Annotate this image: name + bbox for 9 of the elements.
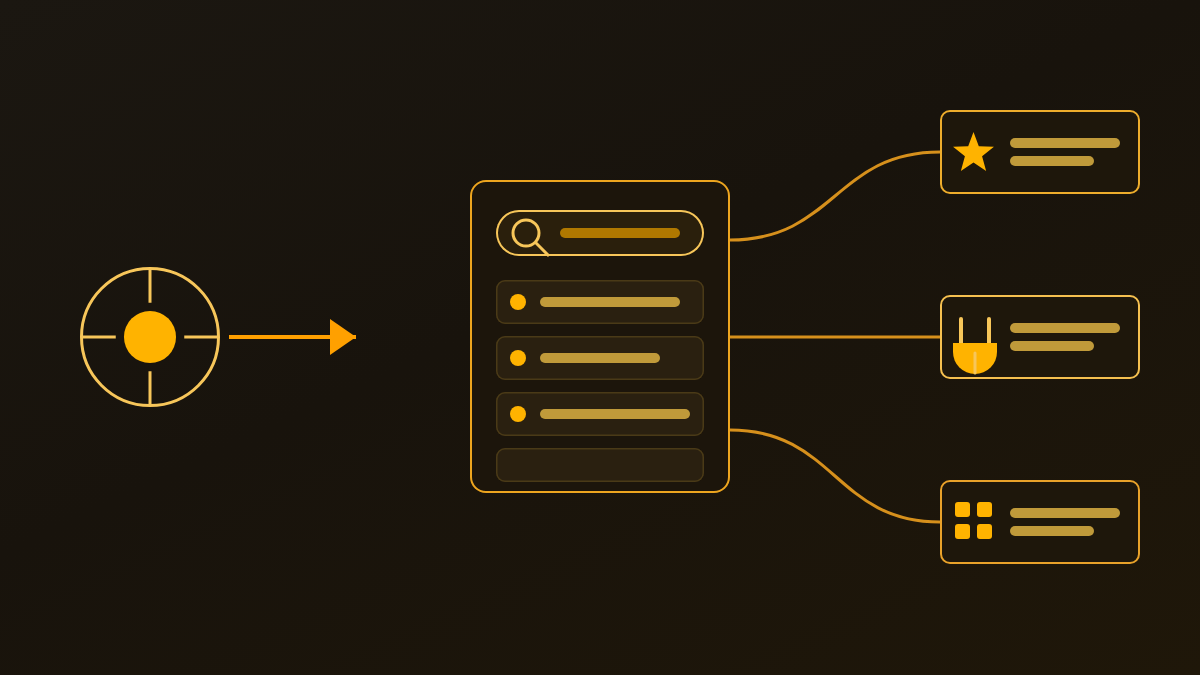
crosshair-target <box>80 267 220 407</box>
search-panel <box>470 180 730 493</box>
result-card <box>940 480 1140 564</box>
connector-line <box>730 335 940 339</box>
arrow <box>229 319 356 355</box>
result-card <box>940 295 1140 379</box>
connector-line <box>729 428 941 524</box>
connector-line <box>729 150 941 242</box>
result-card <box>940 110 1140 194</box>
